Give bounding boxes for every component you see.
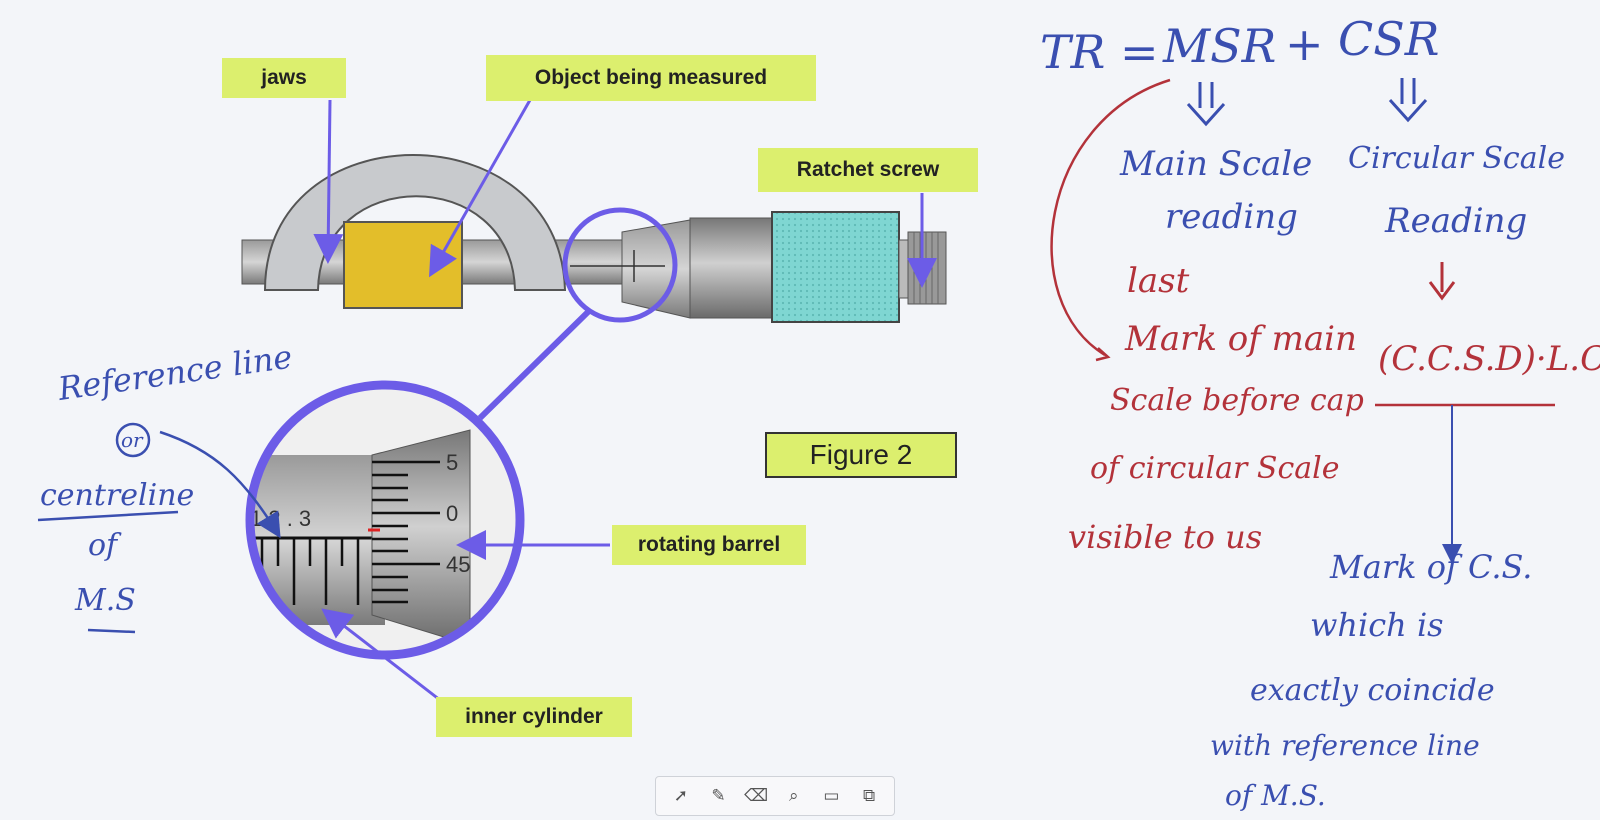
- rotating-barrel-label: rotating barrel: [612, 525, 806, 565]
- main-scale-reading-2: reading: [1165, 197, 1298, 237]
- annotation-toolbar: ➚ ✎ ⌫ ⌕ ▭ ⧉: [655, 776, 895, 816]
- eraser-tool-button[interactable]: ⌫: [744, 786, 769, 806]
- csr-def-line-4: with reference line: [1210, 729, 1480, 762]
- formula-msr: MSR: [1162, 19, 1276, 73]
- comment-tool-button[interactable]: ▭: [823, 786, 840, 806]
- micrometer-drawing: 1 2 . 3 5 0 45: [241, 99, 947, 702]
- csr-formula: (C.C.S.D)·L.C: [1378, 339, 1600, 379]
- micrometer-frame: [263, 154, 567, 291]
- thimble-number-0: 0: [446, 501, 458, 526]
- csr-def-line-2: which is: [1310, 606, 1444, 644]
- msr-def-line-3: Scale before cap: [1110, 383, 1364, 418]
- circular-scale-reading-2: Reading: [1384, 201, 1527, 241]
- ratchet-screw-label: Ratchet screw: [758, 148, 978, 192]
- inner-cylinder-arrow: [321, 608, 441, 702]
- inner-cylinder-sleeve: [250, 455, 385, 625]
- thimble-number-5: 5: [446, 450, 458, 475]
- jaws-arrow: [313, 99, 344, 264]
- pen-tool-button[interactable]: ✎: [711, 786, 726, 806]
- reference-line-ms: M.S: [74, 583, 136, 618]
- thimble-number-45: 45: [446, 552, 470, 577]
- msr-def-line-2: Mark of main: [1124, 319, 1357, 359]
- formula-tr: TR =: [1040, 25, 1158, 79]
- present-tool-button[interactable]: ⧉: [863, 786, 876, 806]
- inner-cylinder-label: inner cylinder: [436, 697, 632, 737]
- magnifier-connector: [477, 307, 593, 421]
- thimble: [689, 217, 773, 319]
- formula-csr: CSR: [1338, 12, 1439, 66]
- object-being-measured: [343, 221, 463, 309]
- msr-curve-arrow: [1050, 78, 1171, 357]
- jaws-label: jaws: [222, 58, 346, 98]
- reference-line-arrow: [159, 430, 281, 539]
- reference-line-text: Reference line: [55, 337, 295, 408]
- object-being-measured-label: Object being measured: [486, 55, 816, 101]
- object-arrow: [429, 99, 532, 278]
- msr-def-line-4: of circular Scale: [1090, 451, 1340, 486]
- handwritten-notes: TR = MSR + CSR Main Scale reading Circul…: [1040, 12, 1600, 812]
- magnifier-small-circle: [562, 207, 678, 323]
- reference-line-or: or: [121, 428, 144, 452]
- formula-plus: +: [1285, 17, 1324, 71]
- csr-def-line-1: Mark of C.S.: [1329, 548, 1532, 586]
- reference-line-centreline: centreline: [40, 478, 194, 513]
- pointer-tool-button[interactable]: ➚: [673, 786, 688, 806]
- msr-def-line-5: visible to us: [1068, 518, 1262, 556]
- csr-def-line-3: exactly coincide: [1250, 673, 1495, 708]
- msr-def-line-1: last: [1127, 261, 1190, 301]
- main-scale-numbers: 1 2 . 3: [250, 506, 311, 531]
- csr-def-line-5: of M.S.: [1225, 779, 1326, 812]
- ratchet-knob: [771, 211, 900, 323]
- figure-2-label: Figure 2: [765, 432, 957, 478]
- main-scale-reading-1: Main Scale: [1119, 144, 1312, 184]
- circular-scale-reading-1: Circular Scale: [1348, 141, 1565, 176]
- magnifier-large-ring: [245, 380, 525, 660]
- search-tool-button[interactable]: ⌕: [789, 786, 799, 806]
- reference-line-of: of: [88, 528, 122, 563]
